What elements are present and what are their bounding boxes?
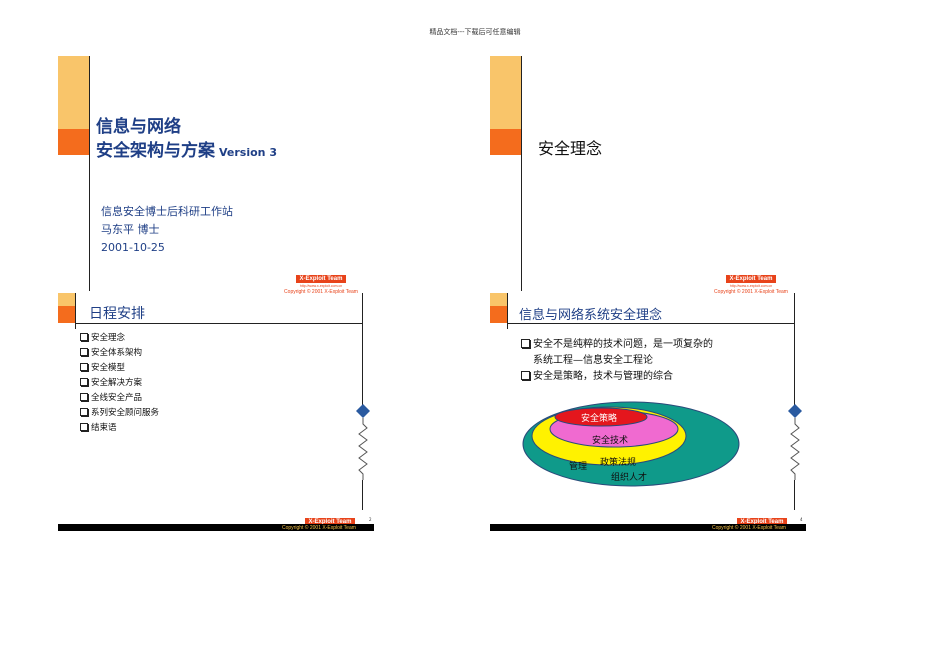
title-underline: [507, 323, 795, 324]
slide-divider-line: [75, 293, 76, 329]
checkbox-icon: [521, 339, 530, 348]
list-item: 系列安全顾问服务: [80, 406, 159, 421]
title-text: 安全架构与方案: [96, 141, 215, 161]
concept-title: 信息与网络系统安全理念: [519, 308, 663, 323]
right-edge-line: [794, 293, 795, 405]
checkbox-icon: [80, 423, 88, 431]
layer-strategy: [554, 407, 648, 427]
diamond-spring-icon: [356, 404, 370, 480]
diamond-spring-icon: [788, 404, 802, 480]
accent-bar-dark: [490, 306, 507, 323]
accent-bar-light: [490, 56, 521, 129]
brand-copyright: Copyright © 2001 X-Exploit Team: [714, 289, 788, 295]
checkbox-icon: [521, 371, 530, 380]
author-name: 马东平 博士: [101, 223, 160, 236]
slide-title-line1: 信息与网络: [96, 117, 181, 137]
version-label: Version 3: [219, 146, 277, 159]
footer-bar: [58, 524, 374, 531]
page-number: 2: [369, 517, 372, 522]
brand-team: X-Exploit Team: [295, 275, 347, 283]
checkbox-icon: [80, 333, 88, 341]
presentation-date: 2001-10-25: [101, 241, 165, 254]
diagram-label-technology: 安全技术: [592, 436, 629, 446]
brand-badge: X-Exploit Team http://www.x-exploit.com.…: [706, 265, 796, 295]
brand-url: http://www.x-exploit.com.cn: [729, 284, 773, 288]
concept-bullets: 安全不是纯粹的技术问题，是一项复杂的 系统工程—信息安全工程论 安全是策略，技术…: [521, 337, 713, 385]
slide-divider-line: [521, 56, 522, 291]
brand-copyright: Copyright © 2001 X-Exploit Team: [284, 289, 358, 295]
brand-badge: X-Exploit Team http://www.x-exploit.com.…: [276, 265, 366, 295]
agenda-title: 日程安排: [89, 306, 145, 322]
slide-divider-line: [89, 56, 90, 291]
accent-bar-dark: [490, 129, 521, 155]
brand-url: http://www.x-exploit.com.cn: [299, 284, 343, 288]
slide-title-line2: 安全架构与方案 Version 3: [96, 136, 277, 161]
list-item: 安全解决方案: [80, 376, 159, 391]
footer-bar: [490, 524, 806, 531]
accent-bar-light: [58, 293, 75, 306]
list-item-continuation: 系统工程—信息安全工程论: [533, 355, 653, 366]
list-item: 结束语: [80, 421, 159, 436]
checkbox-icon: [80, 363, 88, 371]
page-number: 4: [800, 517, 803, 522]
checkbox-icon: [80, 393, 88, 401]
accent-bar-light: [58, 56, 89, 129]
security-layers-diagram: [522, 401, 740, 487]
list-item: 安全理念: [80, 331, 159, 346]
list-item: 安全是策略，技术与管理的综合: [521, 369, 713, 385]
accent-bar-dark: [58, 129, 89, 155]
brand-team: X-Exploit Team: [304, 518, 356, 526]
checkbox-icon: [80, 408, 88, 416]
list-item: 安全体系架构: [80, 346, 159, 361]
accent-bar-dark: [58, 306, 75, 323]
document-header-note: 精品文档---下载后可任意编辑: [429, 28, 521, 36]
checkbox-icon: [80, 378, 88, 386]
slide-divider-line: [507, 293, 508, 329]
title-underline: [75, 323, 363, 324]
diagram-label-talent: 组织人才: [611, 473, 648, 483]
list-item: 安全不是纯粹的技术问题，是一项复杂的: [521, 337, 713, 353]
org-name: 信息安全博士后科研工作站: [101, 205, 233, 218]
footer-copyright: Copyright © 2001 X-Exploit Team: [712, 525, 786, 531]
list-item: 全线安全产品: [80, 391, 159, 406]
brand-team: X-Exploit Team: [736, 518, 788, 526]
brand-team: X-Exploit Team: [725, 275, 777, 283]
accent-bar-light: [490, 293, 507, 306]
list-item: 安全模型: [80, 361, 159, 376]
checkbox-icon: [80, 348, 88, 356]
section-title: 安全理念: [538, 139, 603, 158]
agenda-list: 安全理念 安全体系架构 安全模型 安全解决方案 全线安全产品 系列安全顾问服务 …: [80, 331, 159, 436]
footer-copyright: Copyright © 2001 X-Exploit Team: [282, 525, 356, 531]
right-edge-line: [362, 480, 363, 510]
diagram-label-strategy: 安全策略: [581, 414, 618, 424]
right-edge-line: [794, 480, 795, 510]
diagram-label-management: 管理: [569, 462, 588, 472]
right-edge-line: [362, 293, 363, 405]
diagram-label-policy: 政策法规: [600, 458, 637, 468]
